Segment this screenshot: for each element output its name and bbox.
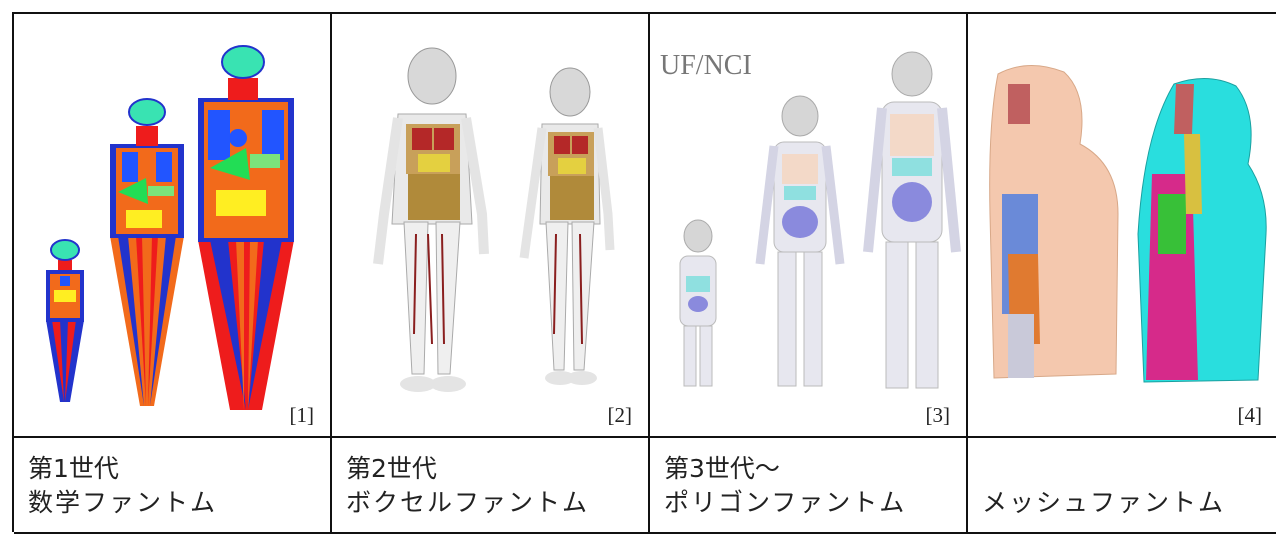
caption-phantom-type: ボクセルファントム	[346, 486, 589, 520]
math-phantom-medium	[110, 99, 184, 406]
math-phantom-figure	[14, 14, 330, 436]
voxel-phantom-female	[524, 68, 610, 385]
polygon-phantom-child	[680, 220, 716, 386]
caption-mesh-phantom: メッシュファントム	[982, 486, 1225, 520]
mesh-phantom-internal	[1138, 78, 1266, 382]
caption-phantom-type: メッシュファントム	[982, 486, 1225, 520]
caption-cell-3: 第3世代～ ポリゴンファントム	[650, 438, 968, 534]
panel-polygon-phantom-image: UF/NCI	[650, 14, 968, 438]
voxel-phantom-male	[378, 48, 484, 392]
mesh-phantom-skin	[990, 65, 1118, 378]
caption-phantom-type: ポリゴンファントム	[664, 486, 906, 520]
caption-generation-label: 第2世代	[346, 452, 589, 486]
panel-math-phantom-image: [1]	[14, 14, 332, 438]
polygon-phantom-adult-female	[760, 96, 840, 386]
caption-cell-2: 第2世代 ボクセルファントム	[332, 438, 650, 534]
reference-3: [3]	[926, 403, 951, 428]
reference-4: [4]	[1238, 403, 1263, 428]
voxel-phantom-figure	[332, 14, 648, 436]
caption-phantom-type: 数学ファントム	[28, 486, 217, 520]
caption-cell-4: メッシュファントム	[968, 438, 1276, 534]
caption-voxel-phantom: 第2世代 ボクセルファントム	[346, 452, 589, 520]
mesh-phantom-figure	[968, 14, 1276, 436]
panel-mesh-phantom-image: [4]	[968, 14, 1276, 438]
reference-2: [2]	[608, 403, 633, 428]
math-phantom-small	[46, 240, 84, 402]
panel-voxel-phantom-image: [2]	[332, 14, 650, 438]
caption-generation-label: 第3世代～	[664, 452, 906, 486]
math-phantom-large	[198, 46, 294, 410]
polygon-phantom-adult-male	[868, 52, 956, 388]
polygon-phantom-figure	[650, 14, 966, 436]
reference-1: [1]	[290, 403, 315, 428]
phantom-comparison-table: [1]	[12, 12, 1276, 532]
caption-math-phantom: 第1世代 数学ファントム	[28, 452, 217, 520]
caption-generation-label: 第1世代	[28, 452, 217, 486]
caption-polygon-phantom: 第3世代～ ポリゴンファントム	[664, 452, 906, 520]
caption-cell-1: 第1世代 数学ファントム	[14, 438, 332, 534]
